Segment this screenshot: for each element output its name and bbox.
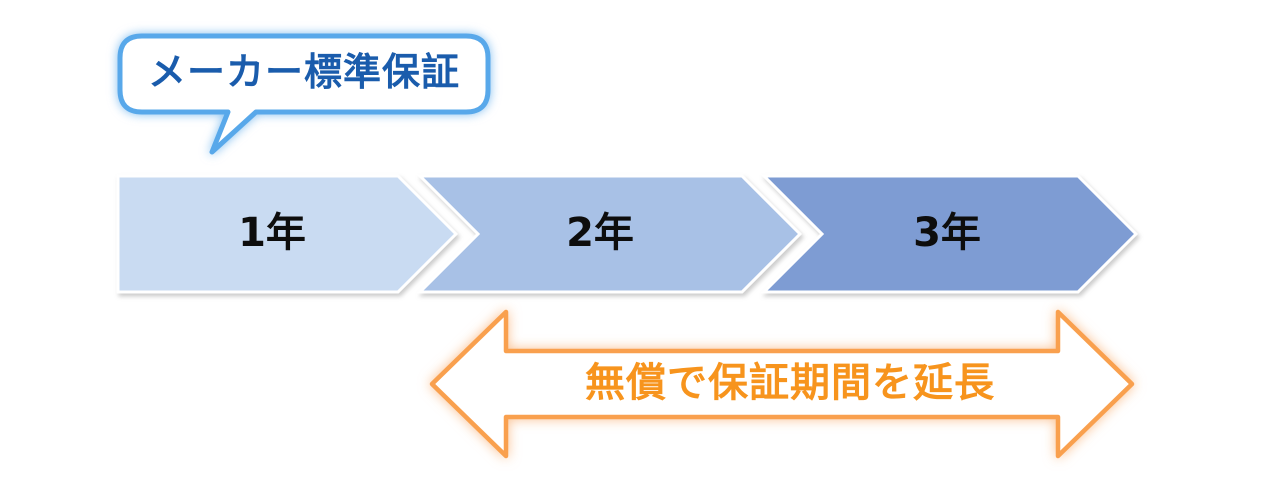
- warranty-timeline: [116, 174, 1139, 294]
- chevron-year-2: [416, 174, 803, 294]
- timeline-step-3-label: 3年: [913, 210, 981, 256]
- chevron-year-3: [760, 174, 1139, 294]
- extension-arrow-label: 無償で保証期間を延長: [585, 360, 995, 406]
- timeline-step-1-label: 1年: [238, 210, 306, 256]
- chevron-year-1: [116, 174, 459, 294]
- callout-label: メーカー標準保証: [147, 50, 460, 94]
- extension-arrow: [429, 309, 1135, 459]
- callout-bubble: [117, 33, 491, 155]
- timeline-step-2-label: 2年: [566, 210, 634, 256]
